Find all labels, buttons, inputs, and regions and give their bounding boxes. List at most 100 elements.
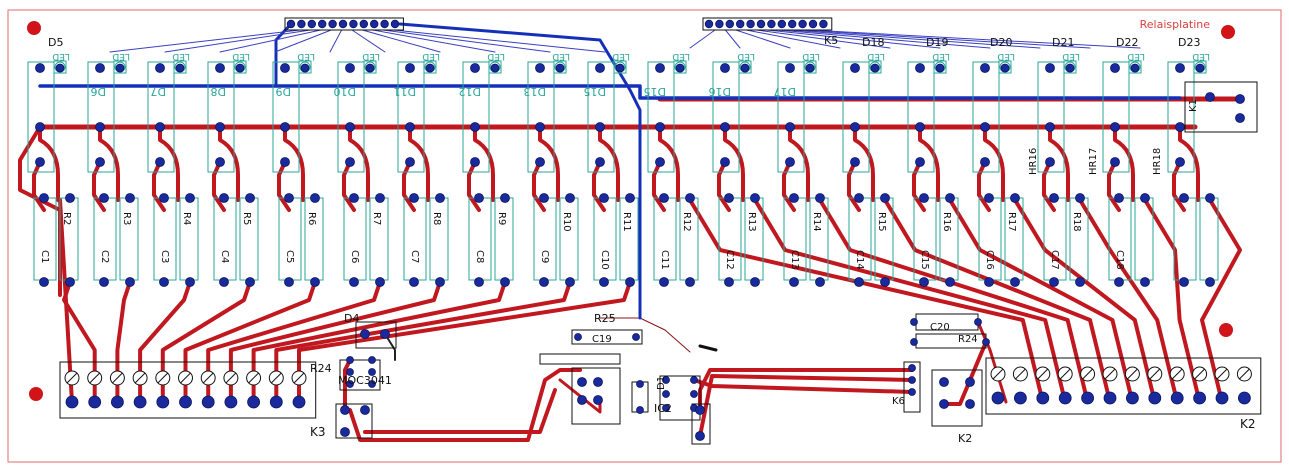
pad (340, 405, 350, 415)
pad (599, 277, 609, 287)
pad (1175, 122, 1185, 132)
led-body (173, 60, 187, 74)
diode-label: D8 (211, 85, 226, 98)
pad (880, 277, 890, 287)
pad (338, 19, 348, 29)
trace (58, 198, 74, 404)
capacitor-label: C8 (474, 250, 485, 263)
component-outline (272, 61, 300, 173)
pad (360, 405, 370, 415)
pad (115, 63, 125, 73)
trace (402, 160, 416, 212)
d4-label: D4 (344, 312, 359, 325)
trace (467, 160, 481, 212)
pad (685, 193, 695, 203)
component-outline (1184, 81, 1258, 133)
trace (1143, 198, 1202, 404)
pad (1049, 193, 1059, 203)
diode-label: D13 (524, 85, 546, 98)
pad (155, 63, 165, 73)
pad (805, 63, 815, 73)
capacitor-label: C13 (789, 250, 800, 270)
pad (662, 404, 670, 412)
led-body (868, 60, 882, 74)
pad (156, 395, 170, 409)
mount-hole (27, 21, 41, 35)
k6-label: K2 (958, 432, 972, 445)
diode-top-label: D19 (926, 36, 948, 49)
pad (625, 193, 635, 203)
pad (500, 193, 510, 203)
pad (785, 63, 795, 73)
trace (787, 29, 1041, 49)
led-body (553, 60, 567, 74)
led-label: LED (867, 51, 885, 61)
pad (788, 19, 797, 29)
relay-label: K1 (1188, 99, 1199, 112)
pad (95, 122, 105, 132)
trace (329, 29, 343, 53)
resistor-label: R9 (496, 212, 507, 225)
pad (219, 277, 229, 287)
trace (818, 198, 1090, 404)
resistor-label: R3 (121, 212, 132, 225)
pad (185, 277, 195, 287)
led-body (113, 60, 127, 74)
screw-slot (1216, 368, 1228, 380)
screw-slot (66, 372, 78, 384)
led-label: LED (1062, 51, 1080, 61)
pad (915, 122, 925, 132)
pad (346, 380, 354, 388)
diode-label: D9 (276, 85, 291, 98)
trace (219, 29, 322, 53)
pad (850, 122, 860, 132)
component-outline (587, 61, 615, 173)
component-outline (239, 197, 259, 281)
component-outline (539, 353, 621, 365)
trace (1200, 198, 1242, 404)
trace (361, 29, 441, 53)
led-body (1063, 60, 1077, 74)
capacitor-label: C15 (919, 250, 930, 270)
pad (390, 19, 400, 29)
pad (297, 19, 306, 29)
hr-label: HR18 (1152, 148, 1163, 175)
pad (908, 388, 916, 396)
pad (245, 193, 255, 203)
pad (224, 395, 238, 409)
pad (725, 19, 734, 29)
resistor-label: R17 (1006, 212, 1017, 232)
pad (1058, 391, 1072, 405)
pad (215, 157, 225, 167)
led-body (803, 60, 817, 74)
pad (595, 63, 605, 73)
pad (789, 193, 799, 203)
pad (659, 277, 669, 287)
pad (65, 395, 79, 409)
resistor-label: R18 (1071, 212, 1082, 232)
pad (435, 193, 445, 203)
mount-hole (1219, 323, 1233, 337)
led-body (1128, 60, 1142, 74)
resistor-label: R6 (306, 212, 317, 225)
pad (300, 63, 310, 73)
diode-label: D17 (774, 85, 796, 98)
pad (435, 277, 445, 287)
trace (228, 280, 442, 404)
led-label: LED (487, 51, 505, 61)
pad (662, 390, 670, 398)
pad (245, 277, 255, 287)
pad (880, 193, 890, 203)
pad (380, 19, 389, 29)
pad (310, 277, 320, 287)
pad (280, 122, 290, 132)
hr-label: HR16 (1028, 148, 1039, 175)
pad (908, 376, 916, 384)
pad (565, 193, 575, 203)
pad (720, 63, 730, 73)
pad (1126, 391, 1139, 405)
trace (698, 344, 718, 352)
component-outline (619, 197, 639, 281)
pad (1130, 63, 1140, 73)
pad (756, 19, 766, 29)
